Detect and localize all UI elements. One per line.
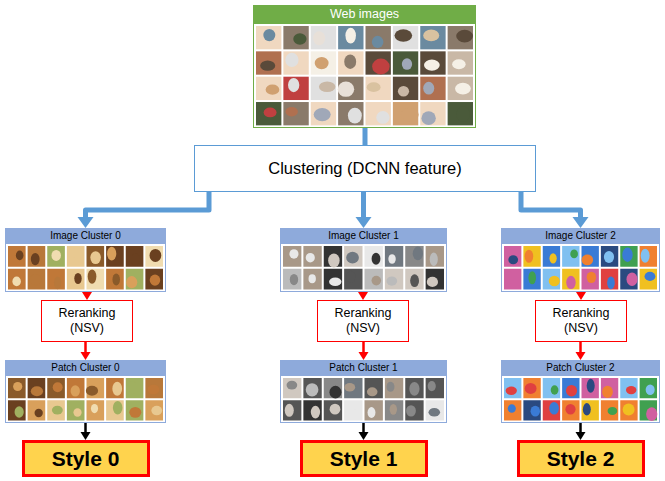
process-box: Reranking (NSV) (317, 300, 409, 342)
panel-header: Image Cluster 0 (6, 229, 165, 244)
image-panel: Web images (253, 5, 476, 128)
image-thumbnails (281, 376, 446, 423)
process-box: Reranking (NSV) (535, 300, 627, 342)
panel-header: Web images (254, 6, 475, 24)
process-box: Reranking (NSV) (41, 300, 133, 342)
flow-arrow (359, 423, 369, 440)
flow-arrow (81, 423, 91, 440)
flow-arrow (576, 292, 586, 300)
image-thumbnails (502, 244, 659, 292)
image-panel: Image Cluster 2 (501, 228, 660, 292)
flow-arrow (576, 423, 586, 440)
image-thumbnails (281, 244, 446, 292)
style-label: Style 1 (330, 447, 398, 471)
image-thumbnails (6, 244, 165, 292)
image-panel: Patch Cluster 0 (5, 360, 166, 423)
box-label: Reranking (NSV) (324, 306, 402, 336)
image-panel: Patch Cluster 2 (501, 360, 660, 423)
image-thumbnails (502, 376, 659, 423)
process-box: Clustering (DCNN feature) (194, 145, 536, 192)
panel-header: Image Cluster 2 (502, 229, 659, 244)
image-panel: Image Cluster 1 (280, 228, 447, 292)
flow-arrow (356, 192, 372, 228)
style-label: Style 0 (52, 447, 120, 471)
style-label: Style 2 (547, 447, 615, 471)
panel-header: Patch Cluster 1 (281, 361, 446, 376)
flow-arrow (78, 192, 210, 228)
flow-arrow (576, 342, 586, 360)
panel-header: Image Cluster 1 (281, 229, 446, 244)
image-panel: Patch Cluster 1 (280, 360, 447, 423)
panel-header: Patch Cluster 2 (502, 361, 659, 376)
flow-arrow (82, 292, 92, 300)
flow-arrow (521, 192, 589, 228)
style-box: Style 2 (517, 440, 645, 477)
flow-arrow (359, 342, 369, 360)
image-thumbnails (254, 24, 475, 127)
box-label: Clustering (DCNN feature) (268, 159, 461, 179)
box-label: Reranking (NSV) (48, 306, 126, 336)
panel-header: Patch Cluster 0 (6, 361, 165, 376)
flow-arrow (365, 128, 366, 145)
style-box: Style 1 (300, 440, 428, 477)
image-thumbnails (6, 376, 165, 423)
box-label: Reranking (NSV) (542, 306, 620, 336)
image-panel: Image Cluster 0 (5, 228, 166, 292)
flow-arrow (358, 292, 368, 300)
flow-arrow (81, 342, 91, 360)
style-box: Style 0 (22, 440, 150, 477)
